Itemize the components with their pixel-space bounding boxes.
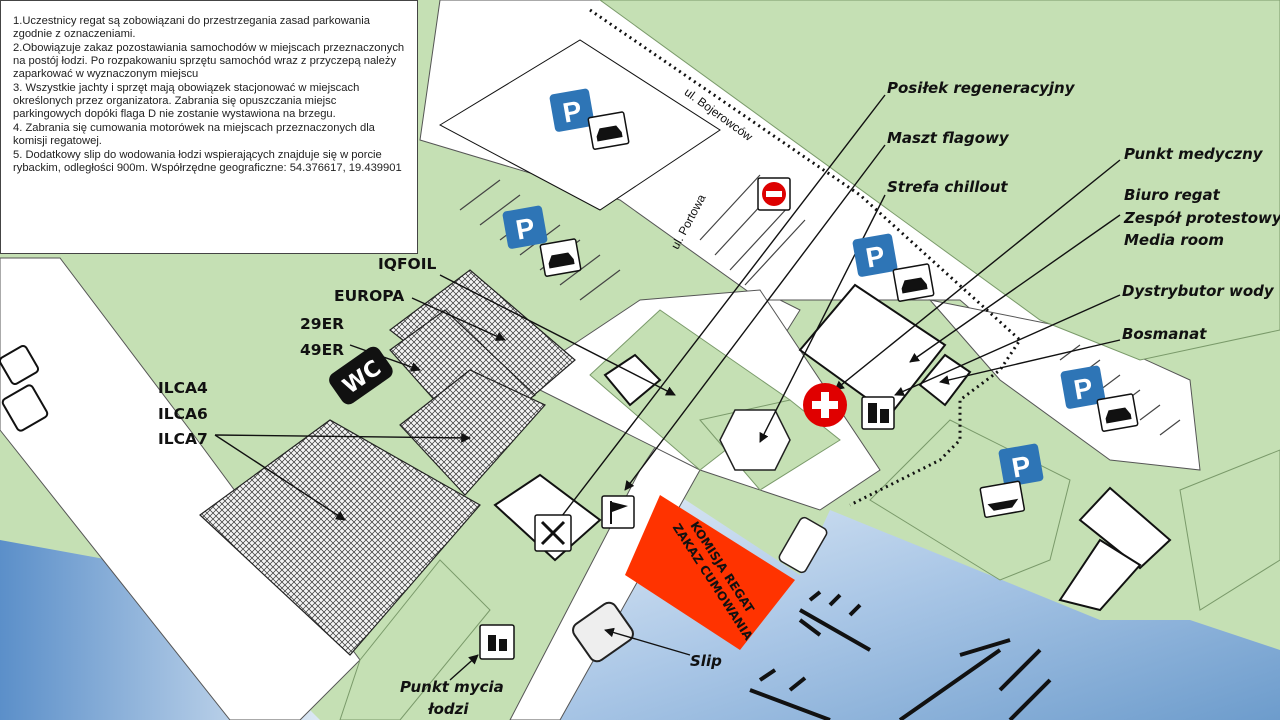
label-woda: Dystrybutor wody	[1122, 282, 1274, 300]
pier-4	[998, 648, 1052, 720]
pointer-slip	[604, 627, 691, 656]
pointer-iqfoil	[439, 274, 676, 396]
pier-2	[749, 668, 831, 720]
parking-sign-bosman-label: P	[863, 240, 887, 274]
pointer-maszt	[624, 144, 886, 491]
rule-3: 3. Wszystkie jachty i sprzęt mają obowią…	[13, 82, 360, 120]
car-icon	[539, 238, 582, 277]
grass-wash	[339, 559, 491, 720]
pointer-chillout	[759, 194, 886, 443]
car-icons	[539, 111, 1139, 518]
pointer-bosmanat	[939, 339, 1121, 385]
class-ilca7: ILCA7	[158, 430, 208, 448]
building-mast-kiosk	[603, 353, 662, 407]
grass-top-right	[599, 0, 1280, 361]
building-right-2	[1058, 538, 1142, 612]
boatyard-zones	[199, 269, 576, 656]
grass-far-right	[1179, 449, 1280, 611]
building-left-1	[0, 344, 40, 386]
slip-ramp	[572, 601, 634, 663]
flagpole-octagon	[719, 409, 791, 471]
boat-wash-icon	[479, 624, 515, 660]
label-slip: Slip	[690, 652, 722, 670]
pointer-woda	[894, 294, 1121, 396]
flag-icon	[601, 495, 635, 529]
class-iqfoil: IQFOIL	[378, 255, 437, 273]
pointer-lines	[214, 94, 1121, 681]
rule-1: 1.Uczestnicy regat są zobowiązani do prz…	[13, 15, 370, 40]
car-icon	[587, 111, 630, 150]
medical-cross-icon	[803, 383, 847, 427]
label-mycie-2: łodzi	[428, 700, 469, 718]
class-europa: EUROPA	[334, 287, 405, 305]
parking-sign-bosman: P	[852, 233, 898, 277]
label-posilek: Posiłek regeneracyjny	[887, 79, 1075, 97]
pointer-ilca-1	[214, 432, 471, 443]
label-chillout: Strefa chillout	[887, 178, 1008, 196]
pointer-mycie	[449, 654, 479, 681]
no-entry-sign	[757, 177, 791, 211]
parking-sign-right-label: P	[1071, 372, 1095, 406]
pointer-posilek	[554, 94, 886, 526]
label-mycie-1: Punkt mycia	[400, 678, 504, 696]
parking-sign-left-label: P	[513, 212, 537, 246]
parking-sign-top: P	[549, 88, 595, 132]
pointer-ilca-2	[214, 434, 346, 521]
piers	[749, 590, 1052, 720]
slip-right-building	[778, 516, 828, 574]
label-bosmanat: Bosmanat	[1122, 325, 1207, 343]
parking-sign-right: P	[1060, 365, 1106, 409]
rule-2: 2.Obowiązuje zakaz pozostawiania samocho…	[13, 42, 405, 80]
label-media: Media room	[1124, 231, 1224, 249]
pointer-europa	[411, 297, 506, 341]
road-left	[0, 257, 361, 720]
label-maszt: Maszt flagowy	[887, 129, 1009, 147]
label-biuro: Biuro regat	[1124, 186, 1220, 204]
class-ilca6: ILCA6	[158, 405, 208, 423]
building-left-2	[1, 384, 49, 432]
label-protest: Zespół protestowy	[1124, 209, 1280, 227]
rules-box: 1.Uczestnicy regat są zobowiązani do prz…	[0, 0, 418, 254]
parking-sign-top-label: P	[560, 95, 584, 129]
zone-ilca	[199, 419, 481, 656]
pointer-medyczny	[834, 159, 1121, 391]
parking-stripes-middle	[699, 174, 806, 286]
rule-5: 5. Dodatkowy slip do wodowania łodzi wsp…	[13, 149, 402, 174]
class-29er: 29ER	[300, 315, 345, 333]
building-office	[798, 283, 947, 417]
class-ilca4: ILCA4	[158, 379, 208, 397]
rule-4: 4. Zabrania się cumowania motorówek na m…	[13, 122, 375, 147]
water-dispenser-icon	[861, 396, 895, 430]
boat-trailer-icon	[979, 480, 1026, 518]
zone-29er	[399, 369, 546, 496]
cutlery-icon	[534, 514, 572, 552]
class-49er: 49ER	[300, 341, 345, 359]
commission-zone	[625, 495, 795, 650]
pointer-biuro	[909, 214, 1121, 363]
car-icon	[892, 263, 935, 302]
parking-signs: P P P P P	[502, 88, 1106, 487]
parking-sign-trailer-label: P	[1009, 450, 1033, 484]
parking-sign-trailer: P	[998, 443, 1044, 487]
label-medyczny: Punkt medyczny	[1124, 145, 1263, 163]
car-icon	[1096, 393, 1139, 432]
pier-1	[798, 590, 871, 652]
pier-3	[898, 638, 1011, 720]
pointer-29er	[349, 344, 421, 372]
parking-sign-left: P	[502, 205, 548, 249]
